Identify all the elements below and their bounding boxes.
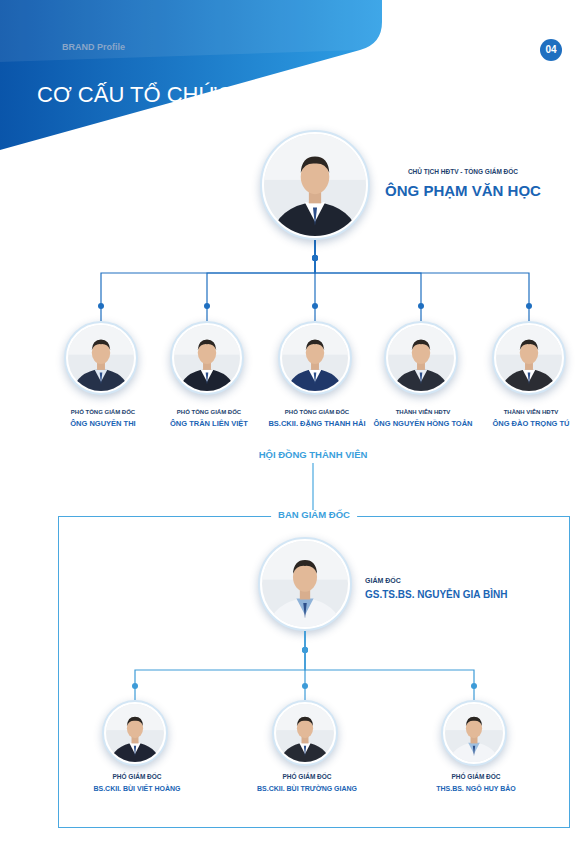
person-circle: PHÓ GIÁM ĐỐCTHS.BS. NGÔ HUY BẢO [441,700,507,766]
portrait [264,134,366,236]
org-connector [312,240,424,321]
portrait [68,325,134,391]
role-title: PHÓ GIÁM ĐỐC [401,773,551,780]
person-name: ÔNG PHẠM VĂN HỌC [382,182,544,199]
portrait [388,325,454,391]
portrait-frame [445,704,503,762]
connector-line [135,631,305,700]
person-circle: CHỦ TỊCH HĐTV - TỔNG GIÁM ĐỐCÔNG PHẠM VĂ… [260,130,370,240]
person-name: ÔNG NGUYỄN HỒNG TOẢN [348,420,498,429]
org-connector [204,240,318,321]
person-name: ÔNG ĐÀO TRỌNG TÚ [456,420,588,429]
role-title: THÀNH VIÊN HĐTV [348,409,498,416]
portrait [496,325,562,391]
org-connector [302,631,308,700]
role-title: PHÓ TỔNG GIÁM ĐỐC [28,409,178,416]
connector-line [314,240,315,321]
portrait-frame [282,325,348,391]
connector-dot [312,303,318,309]
person-name: ÔNG NGUYỄN THI [28,420,178,429]
person-circle: PHÓ GIÁM ĐỐCBS.CKII. BÙI TRƯỜNG GIANG [272,700,338,766]
portrait [276,704,334,762]
role-title: PHÓ TỔNG GIÁM ĐỐC [134,409,284,416]
brand-mark: BRAND Profile [62,42,125,52]
connector-dot [418,303,424,309]
role-title: PHÓ GIÁM ĐỐC [62,773,212,780]
group-caption: HỘI ĐỒNG THÀNH VIÊN [213,450,413,461]
connector-dot [98,303,104,309]
role-title: PHÓ TỔNG GIÁM ĐỐC [242,409,392,416]
person-name: BS.CKII. ĐẶNG THANH HẢI [242,420,392,429]
person-circle: PHÓ TỔNG GIÁM ĐỐCÔNG TRẦN LIÊN VIỆT [170,321,244,395]
portrait-frame [388,325,454,391]
role-title: THÀNH VIÊN HĐTV [456,409,588,416]
connector-line [315,240,421,321]
connector-dot [302,647,308,653]
connector-dot [312,255,318,261]
portrait-frame [106,704,164,762]
org-connector [312,240,532,321]
connector-dot [302,647,308,653]
org-connector [302,631,477,700]
person-name: ÔNG TRẦN LIÊN VIỆT [134,420,284,429]
group-title: BAN GIÁM ĐỐC [271,510,357,521]
connector-line [304,631,305,700]
connector-dot [204,303,210,309]
group-link-line [312,463,313,512]
person-name: THS.BS. NGÔ HUY BẢO [401,785,551,793]
person-circle: THÀNH VIÊN HĐTVÔNG ĐÀO TRỌNG TÚ [492,321,566,395]
person-name: BS.CKII. BÙI TRƯỜNG GIANG [232,785,382,793]
portrait-frame [68,325,134,391]
portrait-frame [496,325,562,391]
person-circle: PHÓ TỔNG GIÁM ĐỐCBS.CKII. ĐẶNG THANH HẢI [278,321,352,395]
connector-dot [312,255,318,261]
portrait [282,325,348,391]
connector-dot [302,647,308,653]
org-connector [98,240,318,321]
connector-dot [312,255,318,261]
portrait-frame [264,134,366,236]
portrait [445,704,503,762]
role-title: PHÓ GIÁM ĐỐC [232,773,382,780]
connector-dot [471,683,477,689]
connector-line [101,240,315,321]
connector-dot [302,683,308,689]
person-name: BS.CKII. BÙI VIẾT HOÀNG [62,785,212,793]
role-title: GIÁM ĐỐC [365,577,535,585]
org-connector [312,240,318,321]
connector-dot [132,683,138,689]
portrait [106,704,164,762]
portrait [174,325,240,391]
connector-dot [526,303,532,309]
portrait [262,541,348,627]
person-name: GS.TS.BS. NGUYỄN GIA BÌNH [365,589,535,601]
header-highlight [0,0,382,62]
connector-dot [312,255,318,261]
role-title: CHỦ TỊCH HĐTV - TỔNG GIÁM ĐỐC [382,168,544,175]
person-circle: THÀNH VIÊN HĐTVÔNG NGUYỄN HỒNG TOẢN [384,321,458,395]
portrait-frame [174,325,240,391]
group-frame: BAN GIÁM ĐỐCGIÁM ĐỐCGS.TS.BS. NGUYỄN GIA… [58,516,570,828]
page-title: CƠ CẤU TỔ CHỨC [37,82,233,107]
person-circle: GIÁM ĐỐCGS.TS.BS. NGUYỄN GIA BÌNH [258,537,352,631]
connector-dot [312,255,318,261]
portrait-frame [276,704,334,762]
person-circle: PHÓ GIÁM ĐỐCBS.CKII. BÙI VIẾT HOÀNG [102,700,168,766]
org-connector [132,631,308,700]
connector-line [207,240,315,321]
person-circle: PHÓ TỔNG GIÁM ĐỐCÔNG NGUYỄN THI [64,321,138,395]
page-number: 04 [540,39,562,61]
connector-line [305,631,474,700]
connector-line [315,240,529,321]
portrait-frame [262,541,348,627]
header-shape [0,0,382,150]
